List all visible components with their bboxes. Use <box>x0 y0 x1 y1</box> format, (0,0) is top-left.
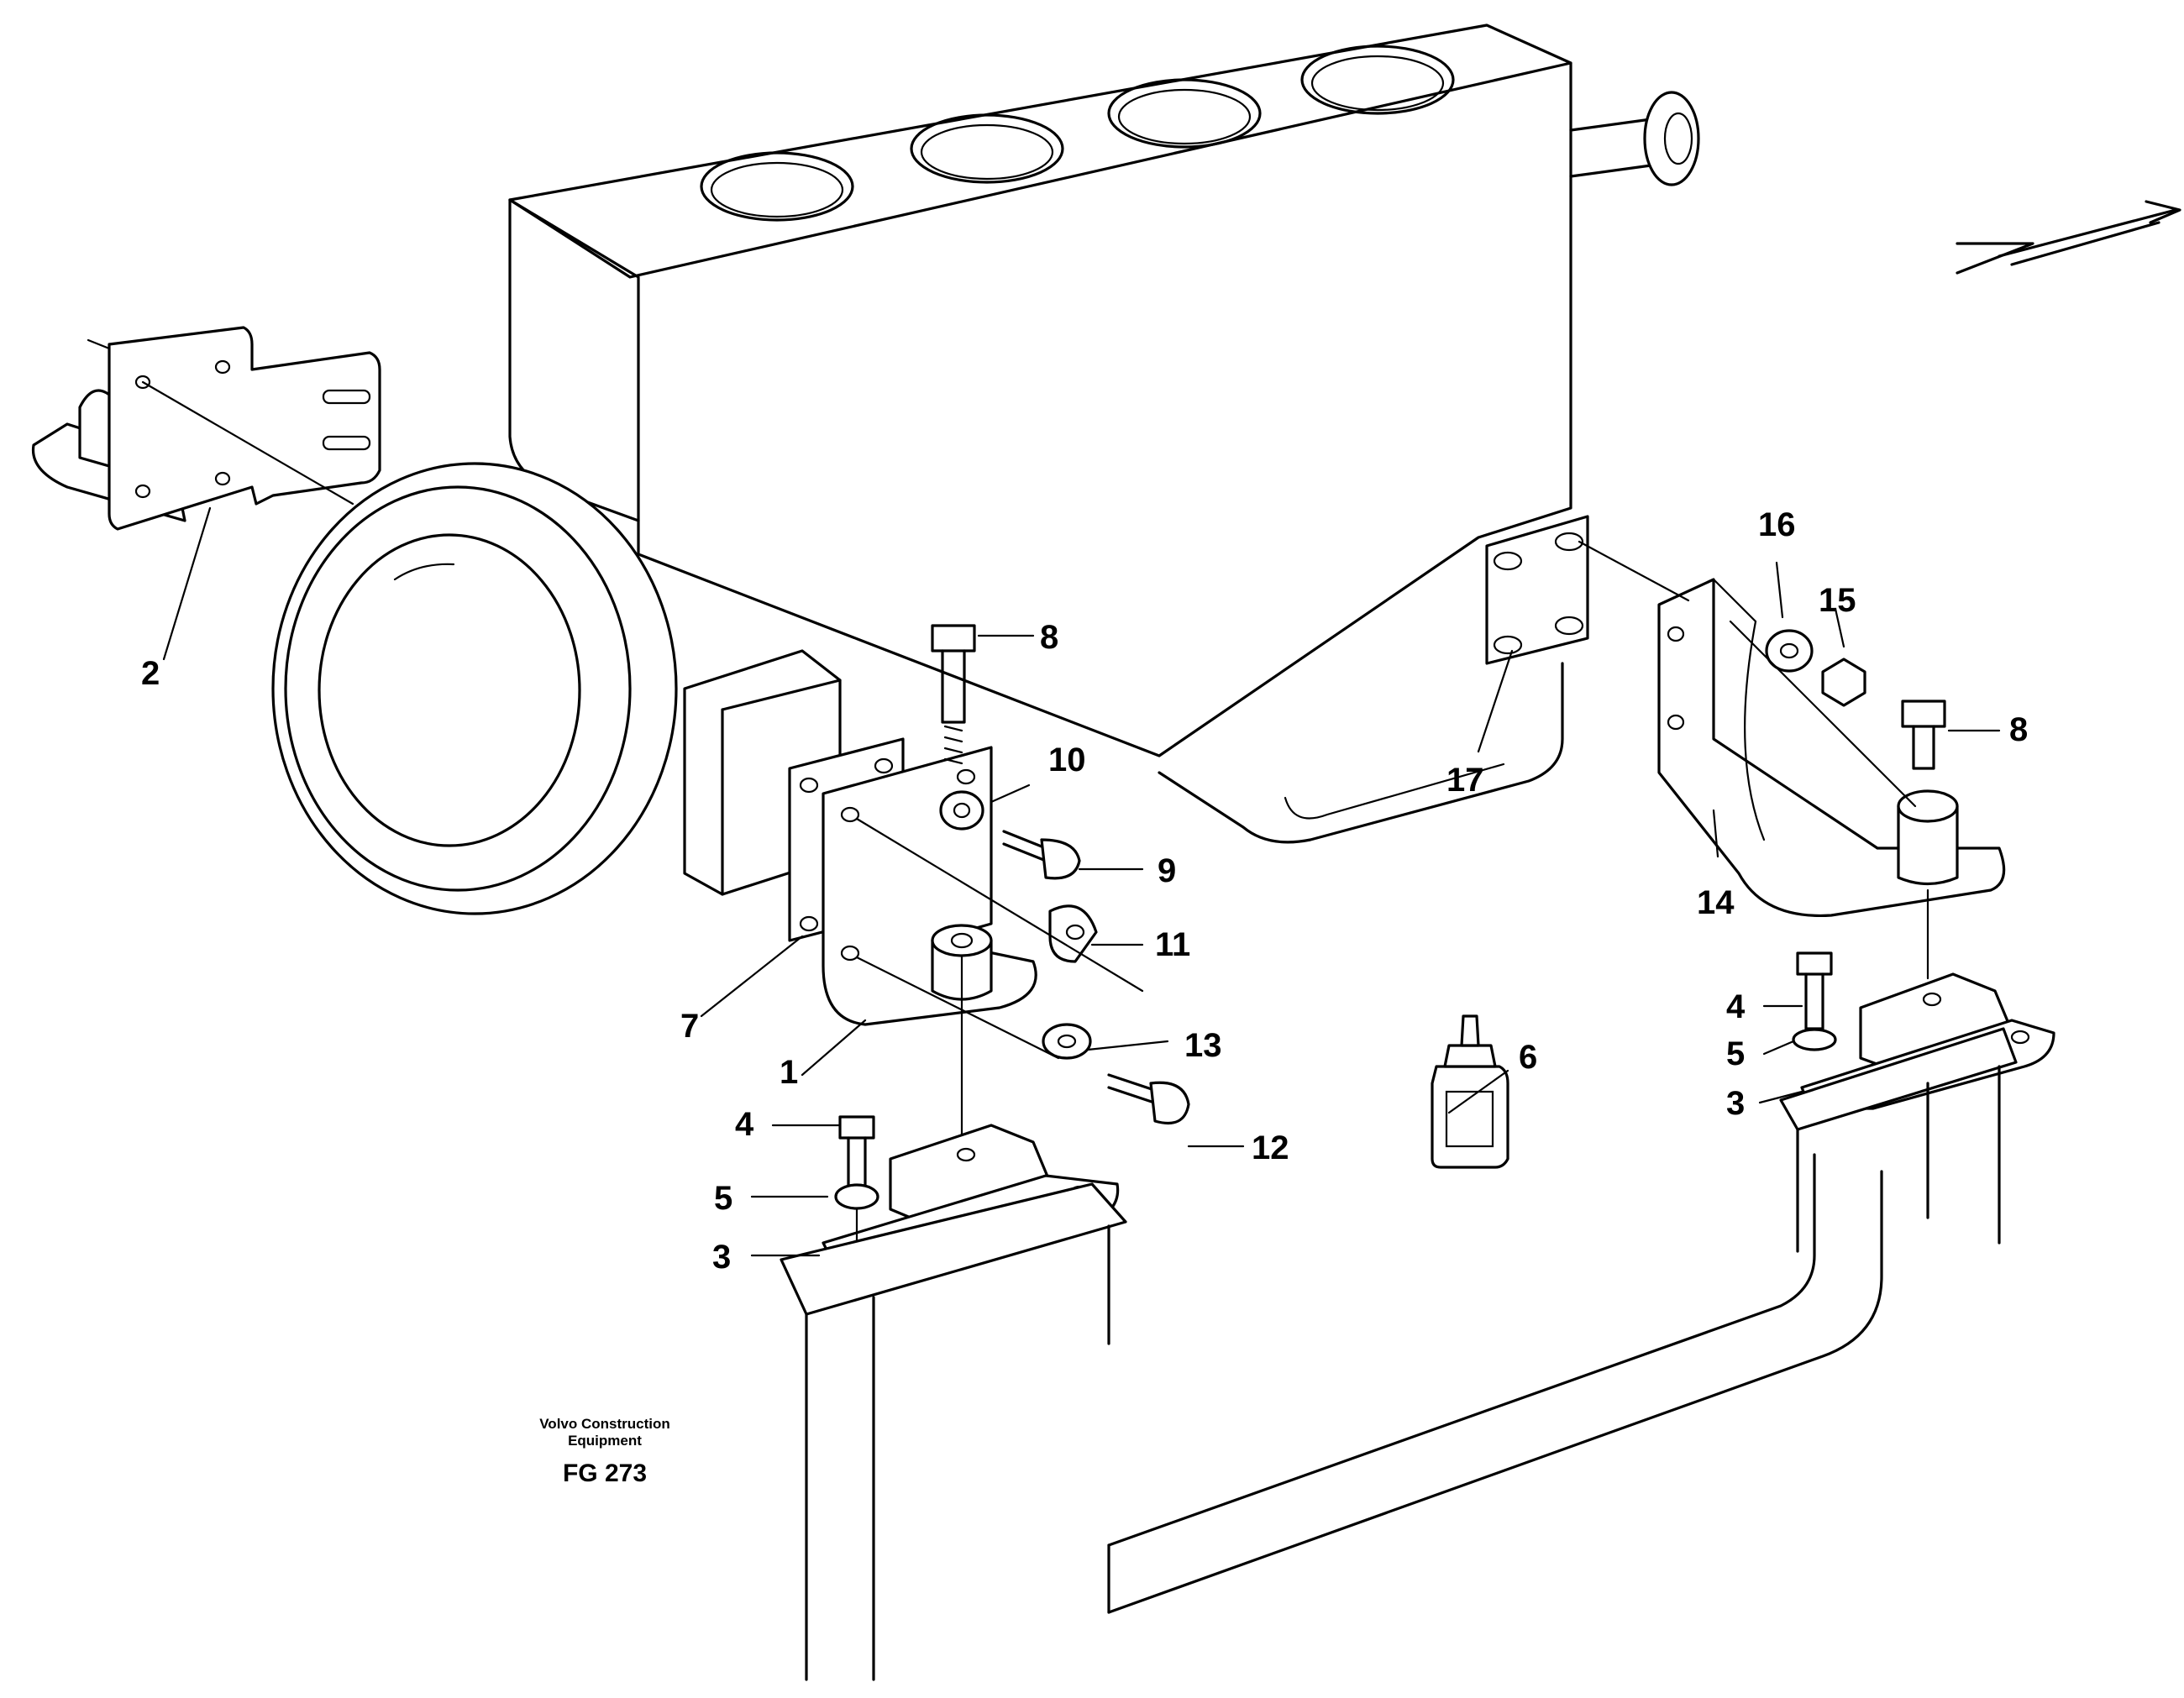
callout-7: 7 <box>680 1008 699 1045</box>
callout-labels: 1 2 3 3 4 4 5 5 6 7 8 8 9 10 11 12 13 14… <box>141 506 2028 1276</box>
callout-12: 12 <box>1252 1129 1289 1166</box>
callout-8-rear: 8 <box>2009 711 2028 748</box>
callout-5-front: 5 <box>714 1180 732 1217</box>
callout-4-rear: 4 <box>1726 988 1746 1025</box>
callout-4-front: 4 <box>735 1106 754 1143</box>
publisher-name: Volvo Construction <box>539 1416 670 1432</box>
callout-15: 15 <box>1819 582 1856 619</box>
rear-rubber-mount <box>1779 888 2055 1253</box>
front-rubber-mount <box>780 1115 1127 1681</box>
direction-arrow <box>1956 200 2181 275</box>
callout-10: 10 <box>1048 742 1086 778</box>
frame-cross-member <box>1107 1153 1883 1614</box>
engine-block <box>508 24 1700 844</box>
callout-8-front: 8 <box>1040 619 1058 656</box>
callout-3-front: 3 <box>712 1239 731 1276</box>
adhesive-bottle <box>1431 1014 1509 1169</box>
callout-13: 13 <box>1184 1027 1222 1064</box>
callout-16: 16 <box>1758 506 1796 543</box>
callout-1: 1 <box>780 1054 798 1091</box>
front-engine-bracket <box>31 326 381 531</box>
callout-2: 2 <box>141 655 160 692</box>
callout-9: 9 <box>1158 852 1176 889</box>
rear-mounting-bracket <box>1578 540 2006 918</box>
callout-17: 17 <box>1446 762 1484 799</box>
callout-3-rear: 3 <box>1726 1085 1745 1122</box>
callout-11: 11 <box>1155 926 1190 963</box>
callout-6: 6 <box>1519 1039 1537 1076</box>
flywheel <box>271 462 678 915</box>
callout-14: 14 <box>1697 884 1735 921</box>
figure-code: FG 273 <box>562 1460 648 1487</box>
publisher-name-line2: Equipment <box>568 1433 642 1449</box>
front-mounting-bracket <box>822 624 1190 1161</box>
callout-5-rear: 5 <box>1726 1035 1745 1072</box>
leader-lines <box>162 506 2001 1257</box>
